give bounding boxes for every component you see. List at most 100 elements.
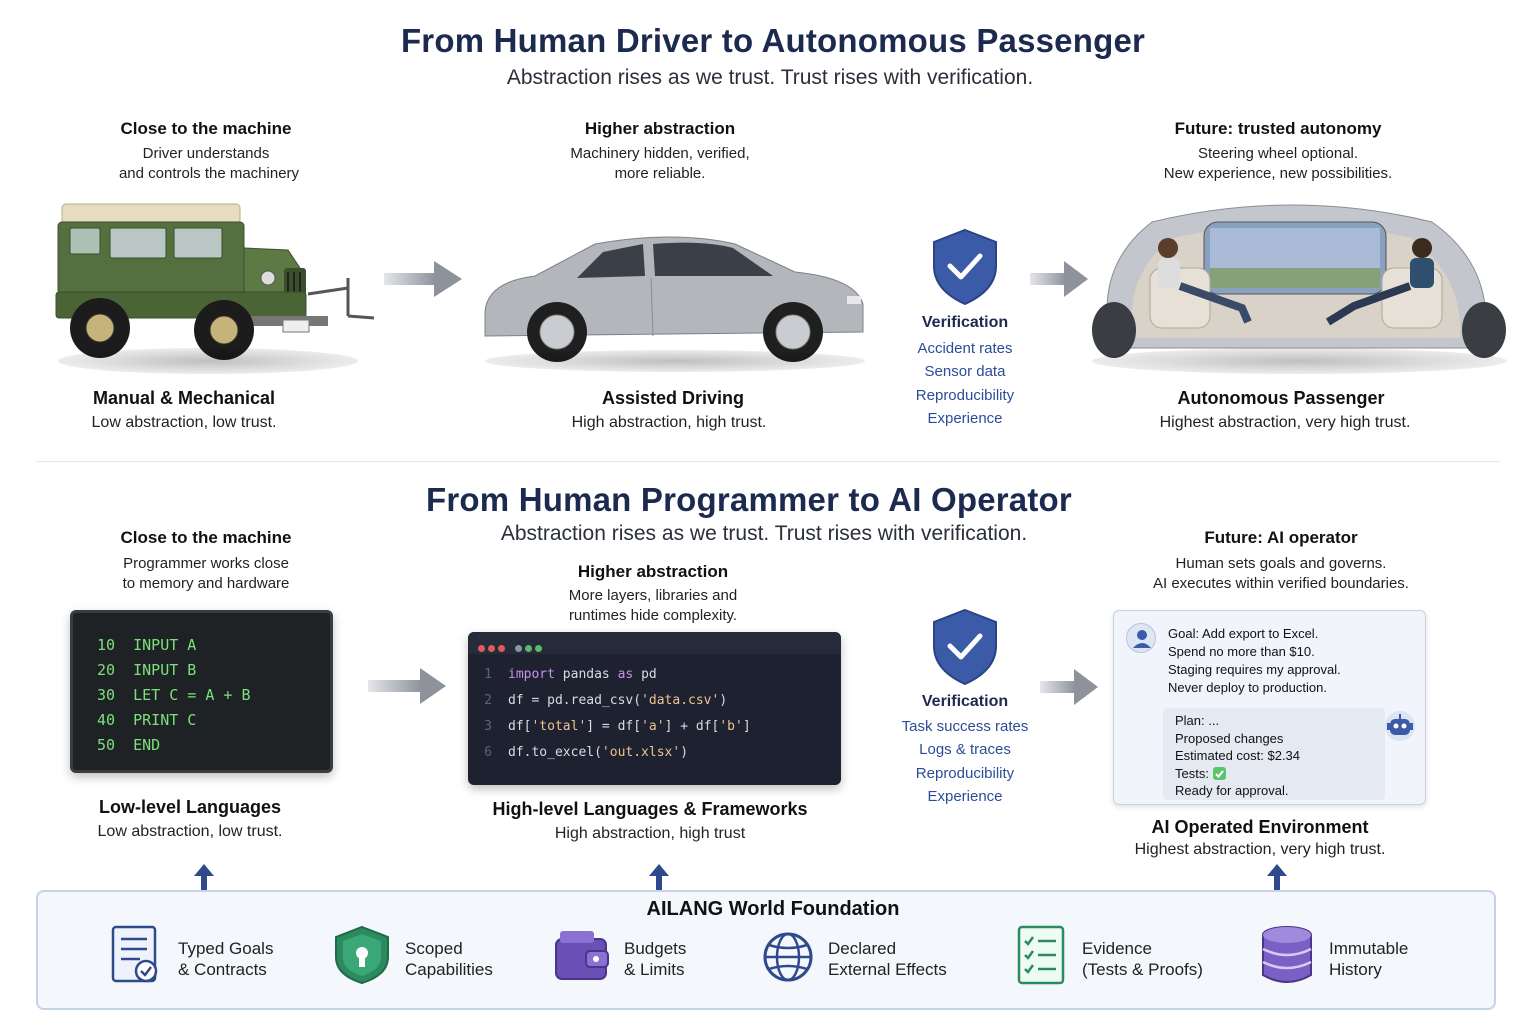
bottom-col2-heading: Higher abstraction	[577, 562, 729, 581]
plan-line: Proposed changes	[1175, 730, 1284, 746]
checklist-document-icon	[110, 925, 164, 990]
check-icon	[1212, 766, 1226, 780]
bottom-col1-desc-1: Programmer works close	[123, 555, 289, 572]
top-col2-caption-desc: High abstraction, high trust.	[571, 414, 767, 431]
top-col3-caption-title: Autonomous Passenger	[1177, 388, 1385, 408]
user-avatar-icon	[1126, 623, 1156, 653]
goal-line: Goal: Add export to Excel.	[1168, 626, 1319, 641]
autonomous-pod-image	[1092, 198, 1507, 376]
sedan-car-image	[475, 232, 870, 372]
top-col2-desc-2: more reliable.	[614, 165, 706, 182]
arrow-up-icon	[194, 864, 214, 895]
bottom-col1-desc-2: to memory and hardware	[122, 575, 290, 592]
top-verification-item: Sensor data	[924, 363, 1006, 380]
top-col2-caption-title: Assisted Driving	[601, 388, 745, 408]
arrow-right-icon	[384, 259, 462, 299]
plan-line: Plan: ...	[1175, 713, 1220, 728]
top-col3-desc-2: New experience, new possibilities.	[1163, 165, 1393, 182]
window-dot-icon	[498, 645, 505, 652]
bottom-col2-desc-2: runtimes hide complexity.	[568, 607, 738, 624]
top-col3-caption-desc: Highest abstraction, very high trust.	[1159, 414, 1411, 431]
top-col1-caption-desc: Low abstraction, low trust.	[91, 414, 277, 431]
globe-icon	[762, 931, 814, 988]
foundation-title: AILANG World Foundation	[646, 898, 900, 920]
goal-line: Spend no more than $10.	[1168, 644, 1315, 659]
top-col1-caption-title: Manual & Mechanical	[92, 388, 276, 408]
bottom-col3-desc-1: Human sets goals and governs.	[1175, 555, 1387, 572]
goal-line: Staging requires my approval.	[1168, 662, 1341, 677]
code-line: 30 LET C = A + B	[97, 686, 251, 704]
foundation-item-label: Budgets& Limits	[624, 939, 687, 979]
bottom-verification-item: Logs & traces	[919, 741, 1011, 758]
shield-check-icon	[932, 228, 998, 311]
shield-lock-icon	[332, 925, 392, 990]
bottom-col3-caption-desc: Highest abstraction, very high trust.	[1134, 841, 1386, 858]
arrow-right-icon	[1040, 667, 1100, 707]
bottom-verification-item: Reproducibility	[915, 765, 1015, 782]
top-col1-desc-1: Driver understands	[142, 145, 270, 162]
foundation-item-label: Typed Goals& Contracts	[178, 939, 274, 979]
window-dot-icon	[535, 645, 542, 652]
bottom-col1-caption-desc: Low abstraction, low trust.	[97, 823, 283, 840]
window-close-dot-icon	[478, 645, 485, 652]
section-divider	[36, 461, 1500, 462]
ai-chat-panel: Goal: Add export to Excel. Spend no more…	[1113, 610, 1426, 805]
code-line: 50 END	[97, 736, 161, 754]
code-line: 10 INPUT A	[97, 636, 197, 654]
top-col1-desc-2: and controls the machinery	[118, 165, 300, 182]
arrow-right-icon	[1030, 259, 1090, 299]
top-verification-item: Reproducibility	[915, 387, 1015, 404]
arrow-up-icon	[649, 864, 669, 895]
plan-line: Ready for approval.	[1175, 783, 1289, 798]
arrow-right-icon	[368, 666, 448, 706]
checklist-icon	[1016, 925, 1068, 990]
basic-terminal: 10 INPUT A 20 INPUT B 30 LET C = A + B 4…	[70, 610, 333, 773]
vintage-jeep-image	[48, 198, 383, 378]
plan-line: Tests:	[1175, 765, 1373, 783]
top-verification-item: Experience	[927, 410, 1003, 427]
bottom-col1-caption-title: Low-level Languages	[98, 797, 282, 817]
code-line: 20 INPUT B	[97, 661, 197, 679]
shield-check-icon	[932, 608, 998, 691]
top-col3-desc-1: Steering wheel optional.	[1197, 145, 1359, 162]
ai-plan-message: Plan: ... Proposed changes Estimated cos…	[1163, 708, 1385, 800]
bottom-col3-caption-title: AI Operated Environment	[1151, 817, 1369, 837]
bottom-verification-title: Verification	[921, 693, 1009, 710]
top-col1-heading: Close to the machine	[120, 119, 292, 138]
window-dot-icon	[488, 645, 495, 652]
bottom-verification-item: Experience	[927, 788, 1003, 805]
top-subtitle: Abstraction rises as we trust. Trust ris…	[506, 66, 1034, 89]
top-col2-desc-1: Machinery hidden, verified,	[570, 145, 750, 162]
user-goal-message: Goal: Add export to Excel. Spend no more…	[1168, 625, 1341, 697]
bottom-col2-caption-desc: High abstraction, high trust	[554, 825, 746, 842]
top-verification-title: Verification	[921, 314, 1009, 331]
plan-line: Estimated cost: $2.34	[1175, 748, 1301, 763]
bottom-col3-heading: Future: AI operator	[1204, 528, 1358, 547]
top-col3-heading: Future: trusted autonomy	[1174, 119, 1382, 138]
bottom-subtitle: Abstraction rises as we trust. Trust ris…	[500, 522, 1028, 545]
top-title: From Human Driver to Autonomous Passenge…	[400, 22, 1146, 59]
database-icon	[1260, 925, 1314, 990]
bottom-title: From Human Programmer to AI Operator	[426, 481, 1072, 518]
bottom-col3-desc-2: AI executes within verified boundaries.	[1153, 575, 1409, 592]
bottom-col2-caption-title: High-level Languages & Frameworks	[492, 799, 808, 819]
editor-titlebar	[468, 632, 841, 654]
bottom-verification-item: Task success rates	[901, 718, 1029, 735]
bottom-col2-desc-1: More layers, libraries and	[568, 587, 738, 604]
wallet-icon	[554, 927, 610, 988]
bottom-col1-heading: Close to the machine	[120, 528, 292, 547]
window-dot-icon	[515, 645, 522, 652]
top-col2-heading: Higher abstraction	[584, 119, 736, 138]
code-line: 40 PRINT C	[97, 711, 197, 729]
top-verification-item: Accident rates	[917, 340, 1013, 357]
window-dot-icon	[525, 645, 532, 652]
arrow-up-icon	[1267, 864, 1287, 895]
goal-line: Never deploy to production.	[1168, 680, 1327, 695]
